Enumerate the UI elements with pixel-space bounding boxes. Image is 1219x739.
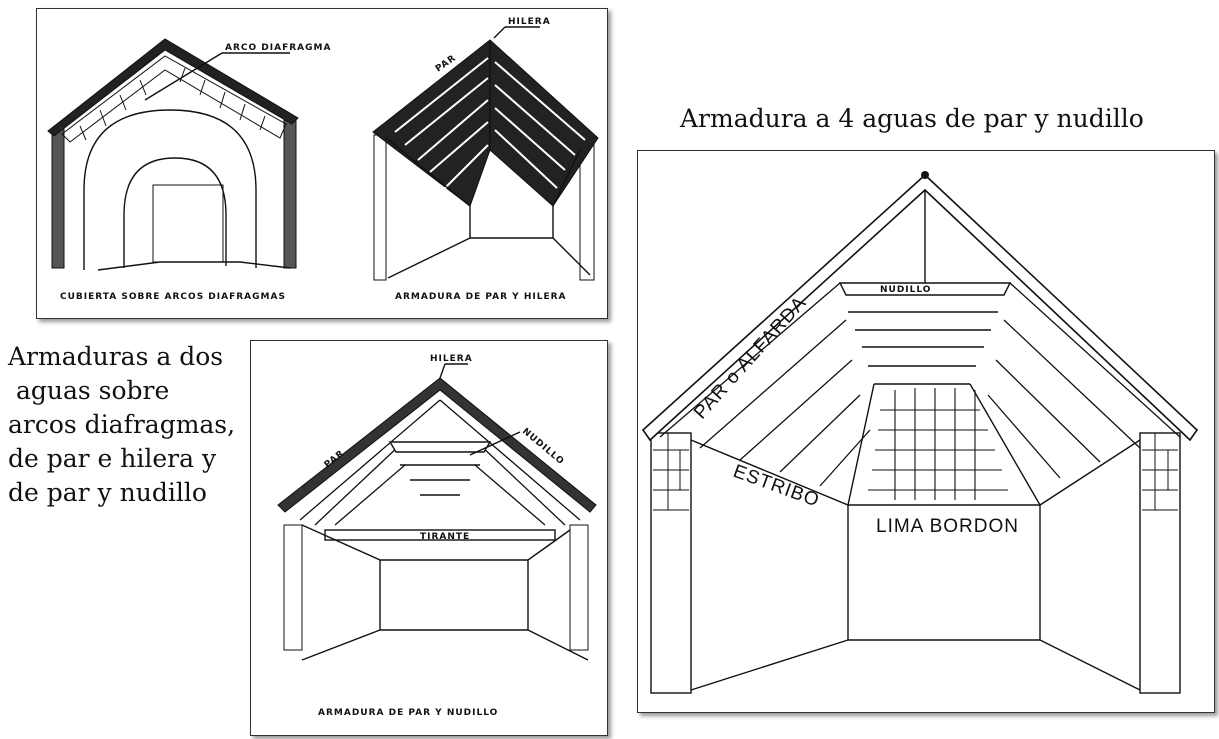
caption-line: arcos diafragmas, [8,410,236,439]
caption-line: de par e hilera y [8,444,217,473]
label-lima-bordon: LIMA BORDON [876,516,1019,537]
drawing-par-y-hilera: HILERA PAR ARMADURA DE PAR Y HILERA [372,17,599,302]
title-four-slope-roof: Armadura a 4 aguas de par y nudillo [680,104,1144,133]
drawing-par-y-nudillo: HILERA PAR NUDILLO TIRANTE ARMADURA DE P… [277,354,597,718]
drawing-diaphragm-arches: ARCO DIAFRAGMA CUBIERTA SOBRE ARCOS DIAF… [47,38,331,302]
caption-two-slope-roofs: Armaduras a dos aguas sobre arcos diafra… [8,340,253,510]
panel-four-slope-roof [637,150,1215,713]
label-hilera: HILERA [508,17,551,27]
caption-par-y-hilera: ARMADURA DE PAR Y HILERA [395,292,567,302]
label-nudillo: NUDILLO [880,285,931,295]
label-estribo: ESTRIBO [730,461,822,512]
caption-line: Armaduras a dos [8,342,224,371]
caption-line: aguas sobre [8,376,170,405]
label-arco-diafragma: ARCO DIAFRAGMA [225,43,331,53]
caption-line: de par y nudillo [8,478,207,507]
drawing-four-slope-roof: NUDILLO PAR o ALFARDA ESTRIBO LIMA BORDO… [641,171,1199,694]
caption-cubierta-arcos: CUBIERTA SOBRE ARCOS DIAFRAGMAS [60,292,286,302]
label-hilera: HILERA [430,354,473,364]
label-tirante: TIRANTE [420,532,470,542]
caption-par-y-nudillo: ARMADURA DE PAR Y NUDILLO [318,708,498,718]
